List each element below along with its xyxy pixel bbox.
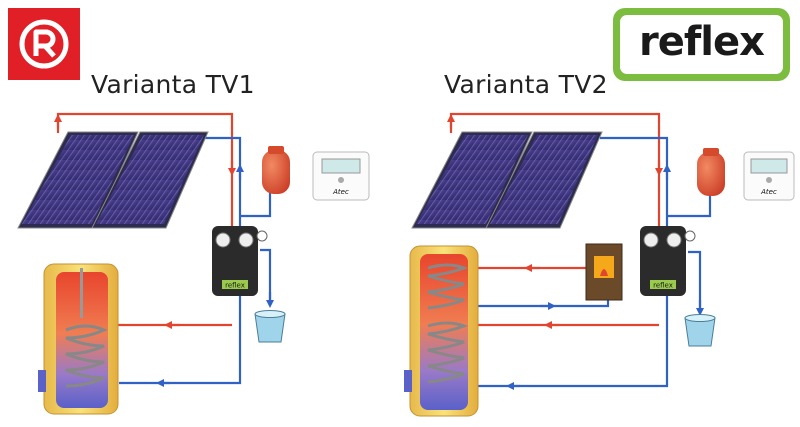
storage-tank-tv1 [38, 263, 119, 415]
pump-station-tv1: reflex [212, 226, 268, 296]
variant-tv2-title: Varianta TV2 [444, 70, 608, 99]
pump-station-tv2: reflex [640, 226, 696, 296]
system-tv1: reflex Atec [17, 112, 370, 415]
controller-brand-tv1: Atec [332, 188, 349, 196]
variant-tv1-title: Varianta TV1 [91, 70, 255, 99]
drain-bucket-tv1 [254, 310, 286, 343]
expansion-vessel-tv1 [262, 146, 290, 194]
system-tv2: reflex Atec [404, 112, 795, 417]
solar-controller-tv2: Atec [743, 151, 795, 201]
reflex-logo-inner: reflex [620, 15, 783, 74]
drain-bucket-tv2 [684, 314, 716, 347]
reflex-logo-text: reflex [639, 18, 765, 65]
expansion-vessel-tv2 [697, 148, 725, 196]
r-mark-icon [19, 19, 69, 69]
solar-collector-left [17, 131, 209, 229]
storage-tank-tv2 [404, 245, 479, 417]
station-brand-tv1: reflex [225, 282, 245, 290]
reflex-logo: reflex [613, 8, 790, 81]
solar-collector-right [411, 131, 603, 229]
controller-brand-tv2: Atec [760, 188, 777, 196]
solar-controller-tv1: Atec [312, 151, 370, 201]
station-brand-tv2: reflex [653, 282, 673, 290]
solid-fuel-boiler [585, 243, 623, 301]
r-logo [8, 8, 80, 80]
